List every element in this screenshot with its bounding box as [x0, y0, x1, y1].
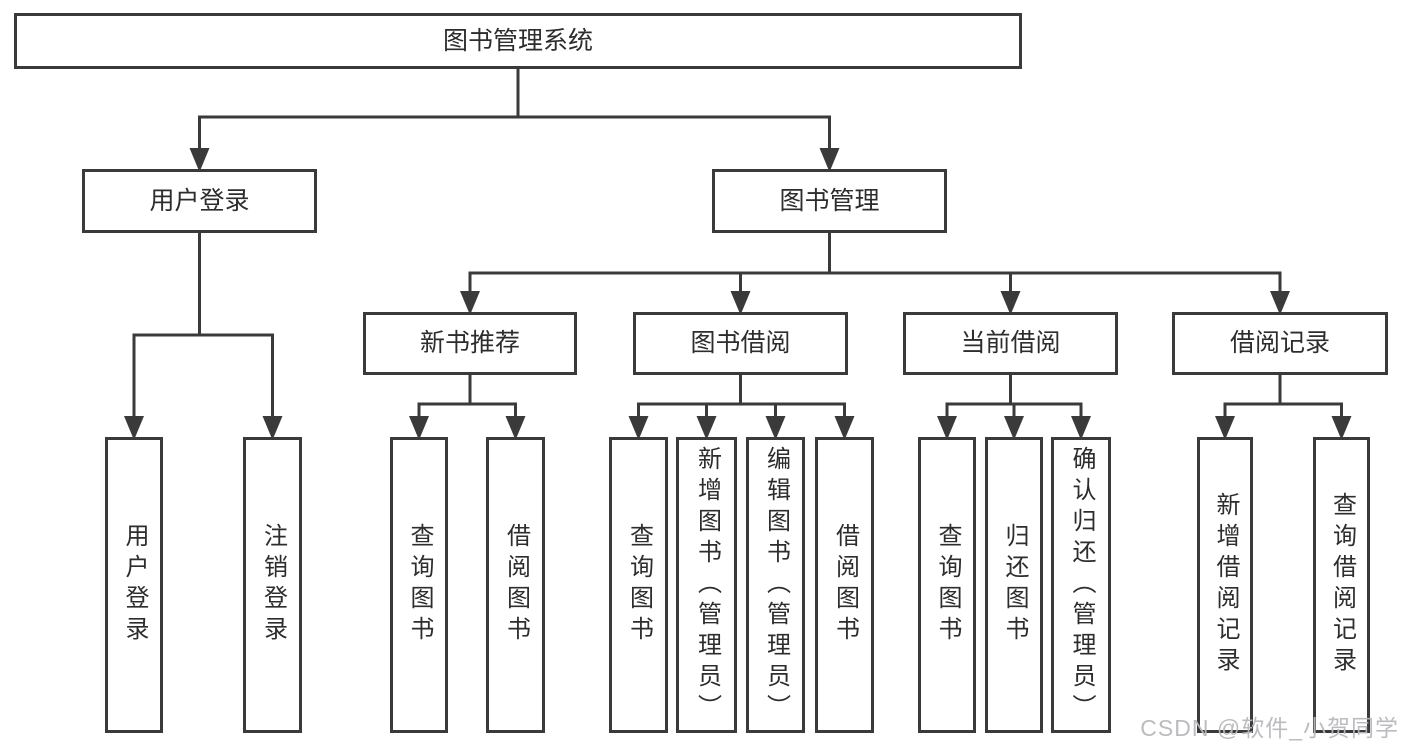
node-label-book-mgmt: 图书管理 [779, 186, 880, 215]
node-cur-confirm: 确认归还（管理员） [1051, 437, 1111, 733]
node-label-cur-return: 归还图书 [1001, 523, 1028, 647]
node-root: 图书管理系统 [14, 13, 1022, 69]
node-label-book-borrow: 图书借阅 [690, 329, 791, 357]
node-borrow-rec: 借阅记录 [1172, 312, 1388, 375]
node-record-add: 新增借阅记录 [1197, 437, 1253, 733]
node-label-root: 图书管理系统 [442, 26, 593, 55]
node-label-borrow-rec: 借阅记录 [1229, 329, 1330, 357]
node-cur-return: 归还图书 [985, 437, 1043, 733]
node-label-bor-edit: 编辑图书（管理员） [762, 445, 790, 725]
node-label-bor-borrow: 借阅图书 [831, 523, 859, 647]
node-book-borrow: 图书借阅 [633, 312, 848, 375]
node-label-record-add: 新增借阅记录 [1212, 492, 1239, 678]
node-login-user: 用户登录 [105, 437, 163, 733]
node-label-cur-confirm: 确认归还（管理员） [1068, 445, 1095, 725]
node-bor-add: 新增图书（管理员） [676, 437, 737, 733]
node-record-query: 查询借阅记录 [1313, 437, 1370, 733]
node-cur-borrow: 当前借阅 [903, 312, 1118, 375]
node-label-rec-borrow: 借阅图书 [502, 523, 530, 647]
node-label-user-login: 用户登录 [149, 186, 250, 215]
watermark: CSDN @软件_小贺同学 [1140, 715, 1399, 741]
node-new-book-rec: 新书推荐 [363, 312, 577, 375]
node-bor-query: 查询图书 [609, 437, 668, 733]
node-bor-edit: 编辑图书（管理员） [746, 437, 805, 733]
node-label-record-query: 查询借阅记录 [1328, 492, 1356, 678]
node-label-cur-borrow: 当前借阅 [960, 329, 1061, 357]
node-label-login-user: 用户登录 [121, 523, 148, 647]
node-label-cur-query: 查询图书 [934, 523, 961, 647]
node-book-mgmt: 图书管理 [712, 169, 947, 233]
node-label-rec-query: 查询图书 [406, 523, 433, 647]
node-rec-borrow: 借阅图书 [486, 437, 545, 733]
node-login-logout: 注销登录 [243, 437, 302, 733]
node-label-new-book-rec: 新书推荐 [419, 329, 520, 357]
node-label-bor-query: 查询图书 [625, 523, 653, 647]
node-cur-query: 查询图书 [918, 437, 976, 733]
node-bor-borrow: 借阅图书 [815, 437, 874, 733]
node-rec-query: 查询图书 [390, 437, 448, 733]
node-label-login-logout: 注销登录 [259, 523, 287, 647]
node-user-login: 用户登录 [82, 169, 317, 233]
node-label-bor-add: 新增图书（管理员） [693, 445, 721, 725]
